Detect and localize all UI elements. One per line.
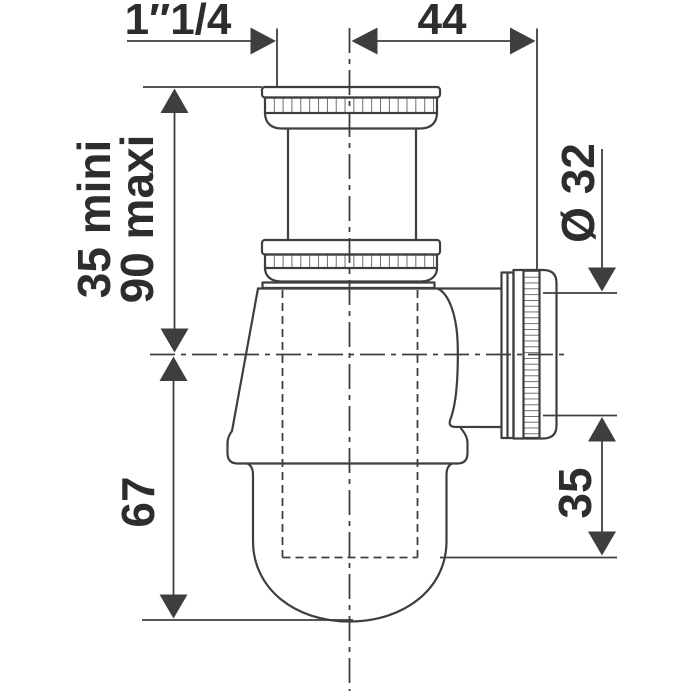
dimension-label-outlet-diameter: Ø 32 <box>552 143 604 243</box>
center-lines <box>150 28 570 691</box>
lock-nut <box>260 238 442 283</box>
standpipe <box>286 127 418 242</box>
dimension-label-outlet-height: 35 <box>549 467 601 519</box>
trap-cup <box>246 462 454 623</box>
outlet-nut <box>512 268 558 440</box>
dimension-label-trap-max: 90 maxi <box>111 134 163 304</box>
dimension-label-body-height: 67 <box>112 476 164 528</box>
dimension-label-inlet-thread: 1″1/4 <box>124 0 232 44</box>
dimension-lines <box>127 40 603 595</box>
inlet-nut <box>260 85 442 130</box>
dimension-arrows <box>159 27 616 619</box>
hidden-lines <box>281 290 419 559</box>
extension-lines <box>142 28 617 621</box>
trap-body <box>226 271 515 465</box>
dimension-label-top-offset: 44 <box>417 0 467 44</box>
